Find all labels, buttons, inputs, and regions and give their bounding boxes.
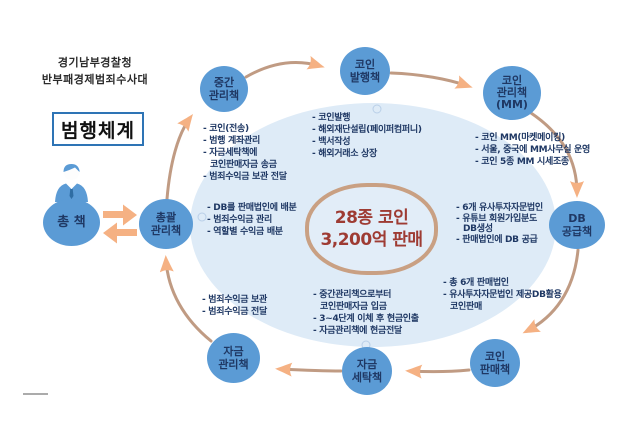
node-money-launderer: 자금 세탁책 bbox=[342, 347, 392, 395]
scheme-title: 범행체계 bbox=[61, 119, 135, 142]
node-boss: 총 책 bbox=[43, 199, 100, 246]
arrow-general-to-boss bbox=[103, 222, 137, 244]
arrow-fund-to-general bbox=[159, 255, 213, 343]
node-fund-manager-label: 자금 bbox=[223, 345, 244, 358]
node-coin-seller-label: 코인 bbox=[484, 350, 506, 363]
agency-line1: 경기남부경찰청 bbox=[57, 56, 133, 69]
node-middle-manager-label: 중간 bbox=[213, 76, 235, 89]
node-coin-mm: 코인 관리책 (MM) bbox=[483, 66, 541, 120]
node-coin-issuer: 코인 발행책 bbox=[340, 47, 390, 95]
blob-dot-left bbox=[197, 212, 207, 222]
summary-line1: 28종 코인 bbox=[334, 208, 409, 228]
blob-dot-top bbox=[372, 104, 382, 114]
notes-coin-mm: - 코인 MM(마켓메이킹) - 서울, 중국에 MM사무실 운영 - 코인 5… bbox=[475, 133, 591, 167]
node-coin-issuer-label: 코인 bbox=[354, 58, 376, 71]
notes-middle-manager: - 코인(전송) - 범행 계좌관리 - 자금세탁책에 코인판매자금 송금 - … bbox=[203, 124, 287, 182]
notes-money-launderer: - 중간관리책으로부터 코인판매자금 입금 - 3~4단계 이체 후 현금인출 … bbox=[313, 290, 419, 336]
scheme-title-box: 범행체계 bbox=[52, 112, 144, 146]
node-db-supplier-label: DB bbox=[568, 212, 586, 225]
notes-fund-manager: - 범죄수익금 보관 - 범죄수익금 전달 bbox=[202, 295, 267, 317]
arrow-issuer-to-mm bbox=[389, 71, 473, 89]
notes-db-supplier: - 6개 유사투자자문법인 - 유튜브 회원가입분도 DB생성 - 판매법인에 … bbox=[456, 203, 543, 245]
node-general-manager-label: 총괄 bbox=[155, 211, 177, 224]
node-fund-manager: 자금 관리책 bbox=[207, 333, 260, 383]
center-summary: 28종 코인 3,200억 판매 bbox=[305, 183, 438, 275]
arrow-boss-to-general bbox=[103, 204, 137, 226]
node-db-supplier: DB 공급책 bbox=[549, 201, 605, 249]
arrow-db-to-seller bbox=[522, 248, 580, 334]
node-money-launderer-label: 자금 bbox=[356, 358, 378, 371]
node-middle-manager: 중간 관리책 bbox=[200, 66, 248, 112]
notes-coin-issuer: - 코인발행 - 해외재단설립(페이퍼컴퍼니) - 백서작성 - 해외거래소 상… bbox=[312, 113, 422, 159]
notes-general-manager: - DB를 판매법인에 배분 - 범죄수익금 관리 - 역할별 수익금 배분 bbox=[207, 203, 297, 237]
arrow-mm-to-db bbox=[529, 111, 584, 198]
arrow-seller-to-launder bbox=[405, 364, 471, 379]
arrow-middle-to-issuer bbox=[244, 55, 325, 79]
node-coin-seller: 코인 판매책 bbox=[470, 339, 520, 387]
arrow-general-to-middle bbox=[165, 113, 193, 201]
notes-coin-seller: - 총 6개 판매법인 - 유사투자자문법인 제공DB활용 코인판매 bbox=[443, 278, 562, 312]
agency-line2: 반부패경제범죄수사대 bbox=[41, 73, 149, 86]
arrow-launder-to-fund bbox=[275, 362, 343, 377]
node-general-manager: 총괄 관리책 bbox=[139, 199, 193, 249]
agency-title: 경기남부경찰청 반부패경제범죄수사대 bbox=[25, 54, 165, 88]
stray-dash bbox=[23, 393, 48, 395]
summary-line2: 3,200억 판매 bbox=[320, 230, 423, 250]
person-icon bbox=[55, 164, 88, 202]
node-boss-label: 총 책 bbox=[57, 215, 86, 230]
node-coin-mm-label: 코인 bbox=[501, 74, 523, 87]
